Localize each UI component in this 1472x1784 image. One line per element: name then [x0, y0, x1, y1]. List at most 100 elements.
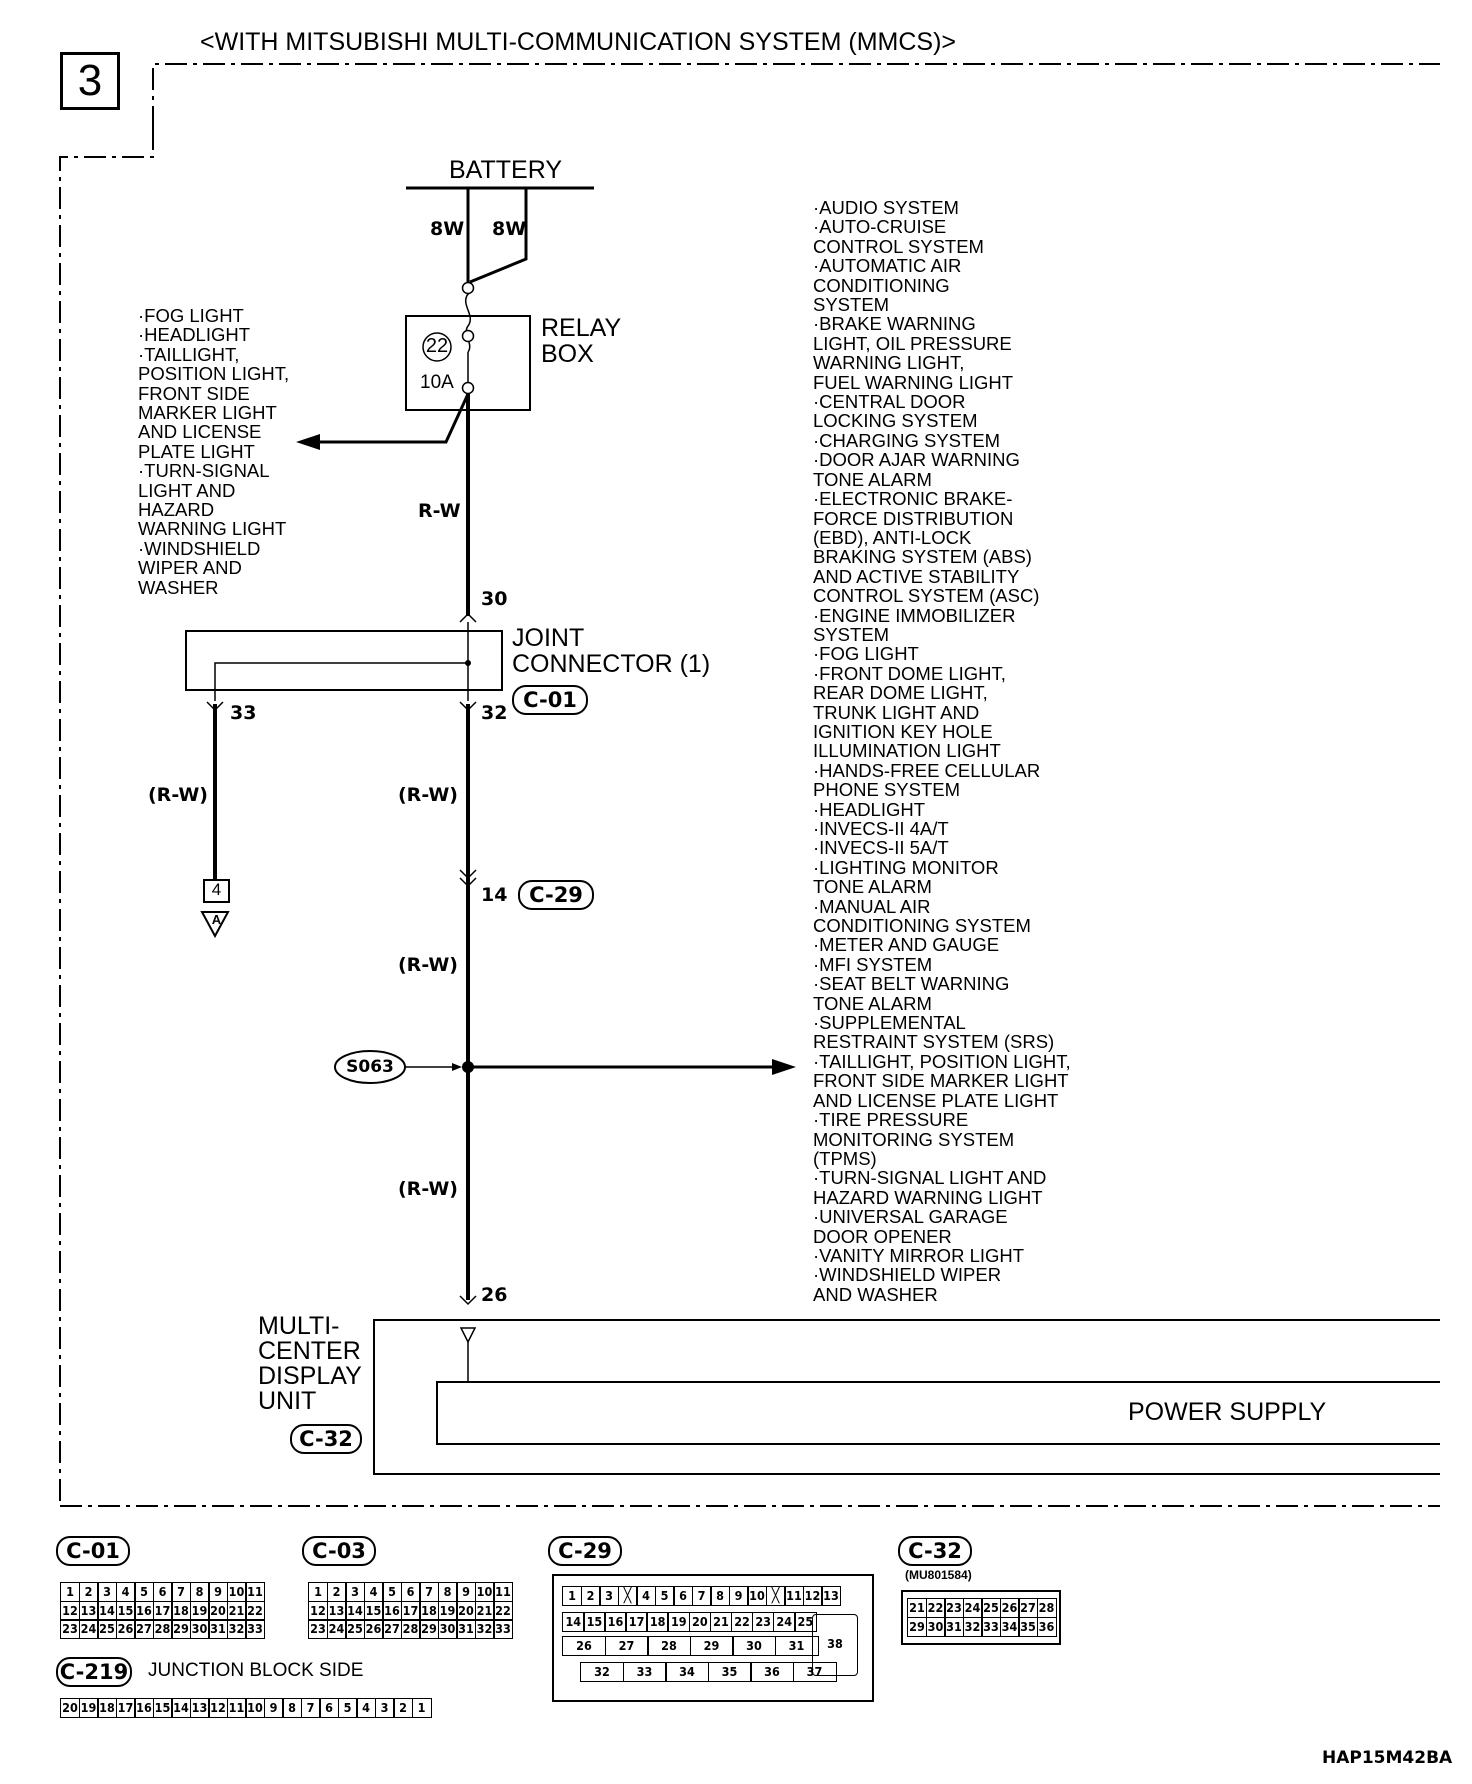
connector-pin: 15 — [583, 1612, 606, 1632]
wire-rw-main: R-W — [418, 500, 461, 522]
connector-pin: 27 — [1018, 1598, 1038, 1618]
fuse-number: 22 — [425, 335, 449, 357]
right-system-item: TONE ALARM — [813, 468, 932, 490]
right-system-item: ·HEADLIGHT — [813, 798, 926, 820]
connector-pin: 12 — [802, 1586, 823, 1606]
connector-pin: 12 — [208, 1698, 228, 1718]
right-system-item: TONE ALARM — [813, 876, 932, 898]
connector-pin: 5 — [337, 1698, 358, 1718]
connector-pin: 12 — [308, 1600, 328, 1621]
connector-pin: 31 — [944, 1616, 964, 1637]
conn-view-label-c03: C-03 — [302, 1536, 376, 1566]
connector-pin: 31 — [774, 1636, 819, 1656]
connector-pin: 1 — [411, 1698, 432, 1718]
battery-label: BATTERY — [449, 156, 562, 184]
connector-pin: 27 — [604, 1636, 649, 1656]
connector-pin: 29 — [907, 1616, 927, 1637]
connector-pin: 22 — [245, 1600, 265, 1621]
connector-pin: 21 — [474, 1600, 495, 1621]
connector-pin: 13 — [78, 1600, 99, 1621]
right-system-item: SYSTEM — [813, 623, 890, 645]
right-system-item: HAZARD WARNING LIGHT — [813, 1186, 1043, 1208]
connector-pin: 11 — [784, 1586, 804, 1606]
pin-33: 33 — [230, 702, 257, 724]
junction-block-side: JUNCTION BLOCK SIDE — [148, 1660, 364, 1681]
right-system-item: ·SEAT BELT WARNING — [813, 973, 1010, 995]
right-system-item: LIGHT, OIL PRESSURE — [813, 332, 1012, 354]
wire-8w-left: 8W — [430, 218, 465, 240]
mcdu-label-3: DISPLAY — [258, 1362, 362, 1390]
connector-pin: 18 — [171, 1600, 191, 1621]
connector-pin: 7 — [300, 1698, 321, 1718]
conn-view-label-c01: C-01 — [56, 1536, 130, 1566]
right-system-item: (TPMS) — [813, 1147, 877, 1169]
connector-pin: 24 — [962, 1598, 983, 1618]
pin-26: 26 — [481, 1284, 508, 1306]
right-system-item: ·CHARGING SYSTEM — [813, 429, 1001, 451]
page-number-box: 3 — [60, 52, 120, 110]
connector-pin: 20 — [60, 1698, 80, 1718]
right-system-item: CONTROL SYSTEM — [813, 235, 984, 257]
connector-pin: 5 — [654, 1586, 675, 1606]
right-system-item: ·METER AND GAUGE — [813, 934, 1000, 956]
connector-pin: 27 — [134, 1619, 154, 1639]
connector-pin: 1 — [60, 1582, 80, 1602]
right-system-item: ·TIRE PRESSURE — [813, 1109, 969, 1131]
right-system-item: ·UNIVERSAL GARAGE — [813, 1206, 1008, 1228]
connector-pin: 9 — [263, 1698, 284, 1718]
conn-view-label-c219: C-219 — [56, 1657, 132, 1687]
connector-pin: 28 — [1036, 1598, 1057, 1618]
connector-pin: 11 — [493, 1582, 513, 1602]
left-system-item: ·FOG LIGHT — [138, 305, 244, 326]
left-system-item: WIPER AND — [138, 557, 242, 579]
right-system-item: ·HANDS-FREE CELLULAR — [813, 759, 1041, 781]
right-system-item: IGNITION KEY HOLE — [813, 720, 993, 742]
right-system-item: ·MANUAL AIR — [813, 895, 931, 917]
header-title: <WITH MITSUBISHI MULTI-COMMUNICATION SYS… — [200, 28, 957, 56]
right-system-item: PHONE SYSTEM — [813, 779, 960, 801]
left-system-item: HAZARD — [138, 499, 215, 521]
connector-pin: 29 — [689, 1636, 734, 1656]
right-system-item: CONDITIONING — [813, 274, 950, 296]
connector-pin: 11 — [245, 1582, 265, 1602]
connector-pin: 10 — [245, 1698, 265, 1718]
connector-pin: 21 — [226, 1600, 247, 1621]
connector-pin: 2 — [393, 1698, 413, 1718]
connector-pin: 15 — [363, 1600, 384, 1621]
connector-pin: 13 — [189, 1698, 210, 1718]
right-system-item: BRAKING SYSTEM (ABS) — [813, 546, 1032, 568]
right-system-item: ·TAILLIGHT, POSITION LIGHT, — [813, 1050, 1071, 1072]
conn-view-label-c29: C-29 — [548, 1536, 622, 1566]
pin-32: 32 — [481, 702, 508, 724]
wire-rw-left: (R-W) — [148, 784, 208, 806]
connector-pin: 8 — [437, 1582, 458, 1602]
connector-pin: 6 — [152, 1582, 173, 1602]
left-system-item: FRONT SIDE — [138, 382, 250, 404]
connector-pin: 35 — [707, 1662, 752, 1682]
wire-8w-right: 8W — [492, 218, 527, 240]
connector-pin: 12 — [60, 1600, 80, 1621]
right-systems-list: ·AUDIO SYSTEM·AUTO-CRUISE CONTROL SYSTEM… — [813, 198, 1071, 1305]
fuse-rating: 10A — [420, 372, 454, 393]
connector-pin: 6 — [319, 1698, 339, 1718]
right-system-item: ·ELECTRONIC BRAKE- — [813, 488, 1013, 510]
right-system-item: ILLUMINATION LIGHT — [813, 740, 1001, 762]
connector-pin: 18 — [97, 1698, 117, 1718]
blank-pin: ╳ — [765, 1586, 786, 1606]
connector-pin: 25 — [981, 1598, 1001, 1618]
connector-pin: 22 — [925, 1598, 946, 1618]
left-system-item: ·TAILLIGHT, — [138, 343, 240, 365]
connector-pin: 10 — [747, 1586, 767, 1606]
connector-pin: 3 — [345, 1582, 365, 1602]
relay-box-label-1: RELAY — [541, 314, 622, 342]
connector-pin: 31 — [208, 1619, 228, 1639]
right-system-item: WARNING LIGHT, — [813, 352, 965, 374]
right-system-item: CONDITIONING SYSTEM — [813, 915, 1031, 937]
right-system-item: SYSTEM — [813, 294, 890, 316]
connector-pin: 5 — [382, 1582, 402, 1602]
connector-pin: 13 — [326, 1600, 347, 1621]
right-system-item: ·LIGHTING MONITOR — [813, 856, 999, 878]
right-system-item: CONTROL SYSTEM (ASC) — [813, 585, 1040, 607]
